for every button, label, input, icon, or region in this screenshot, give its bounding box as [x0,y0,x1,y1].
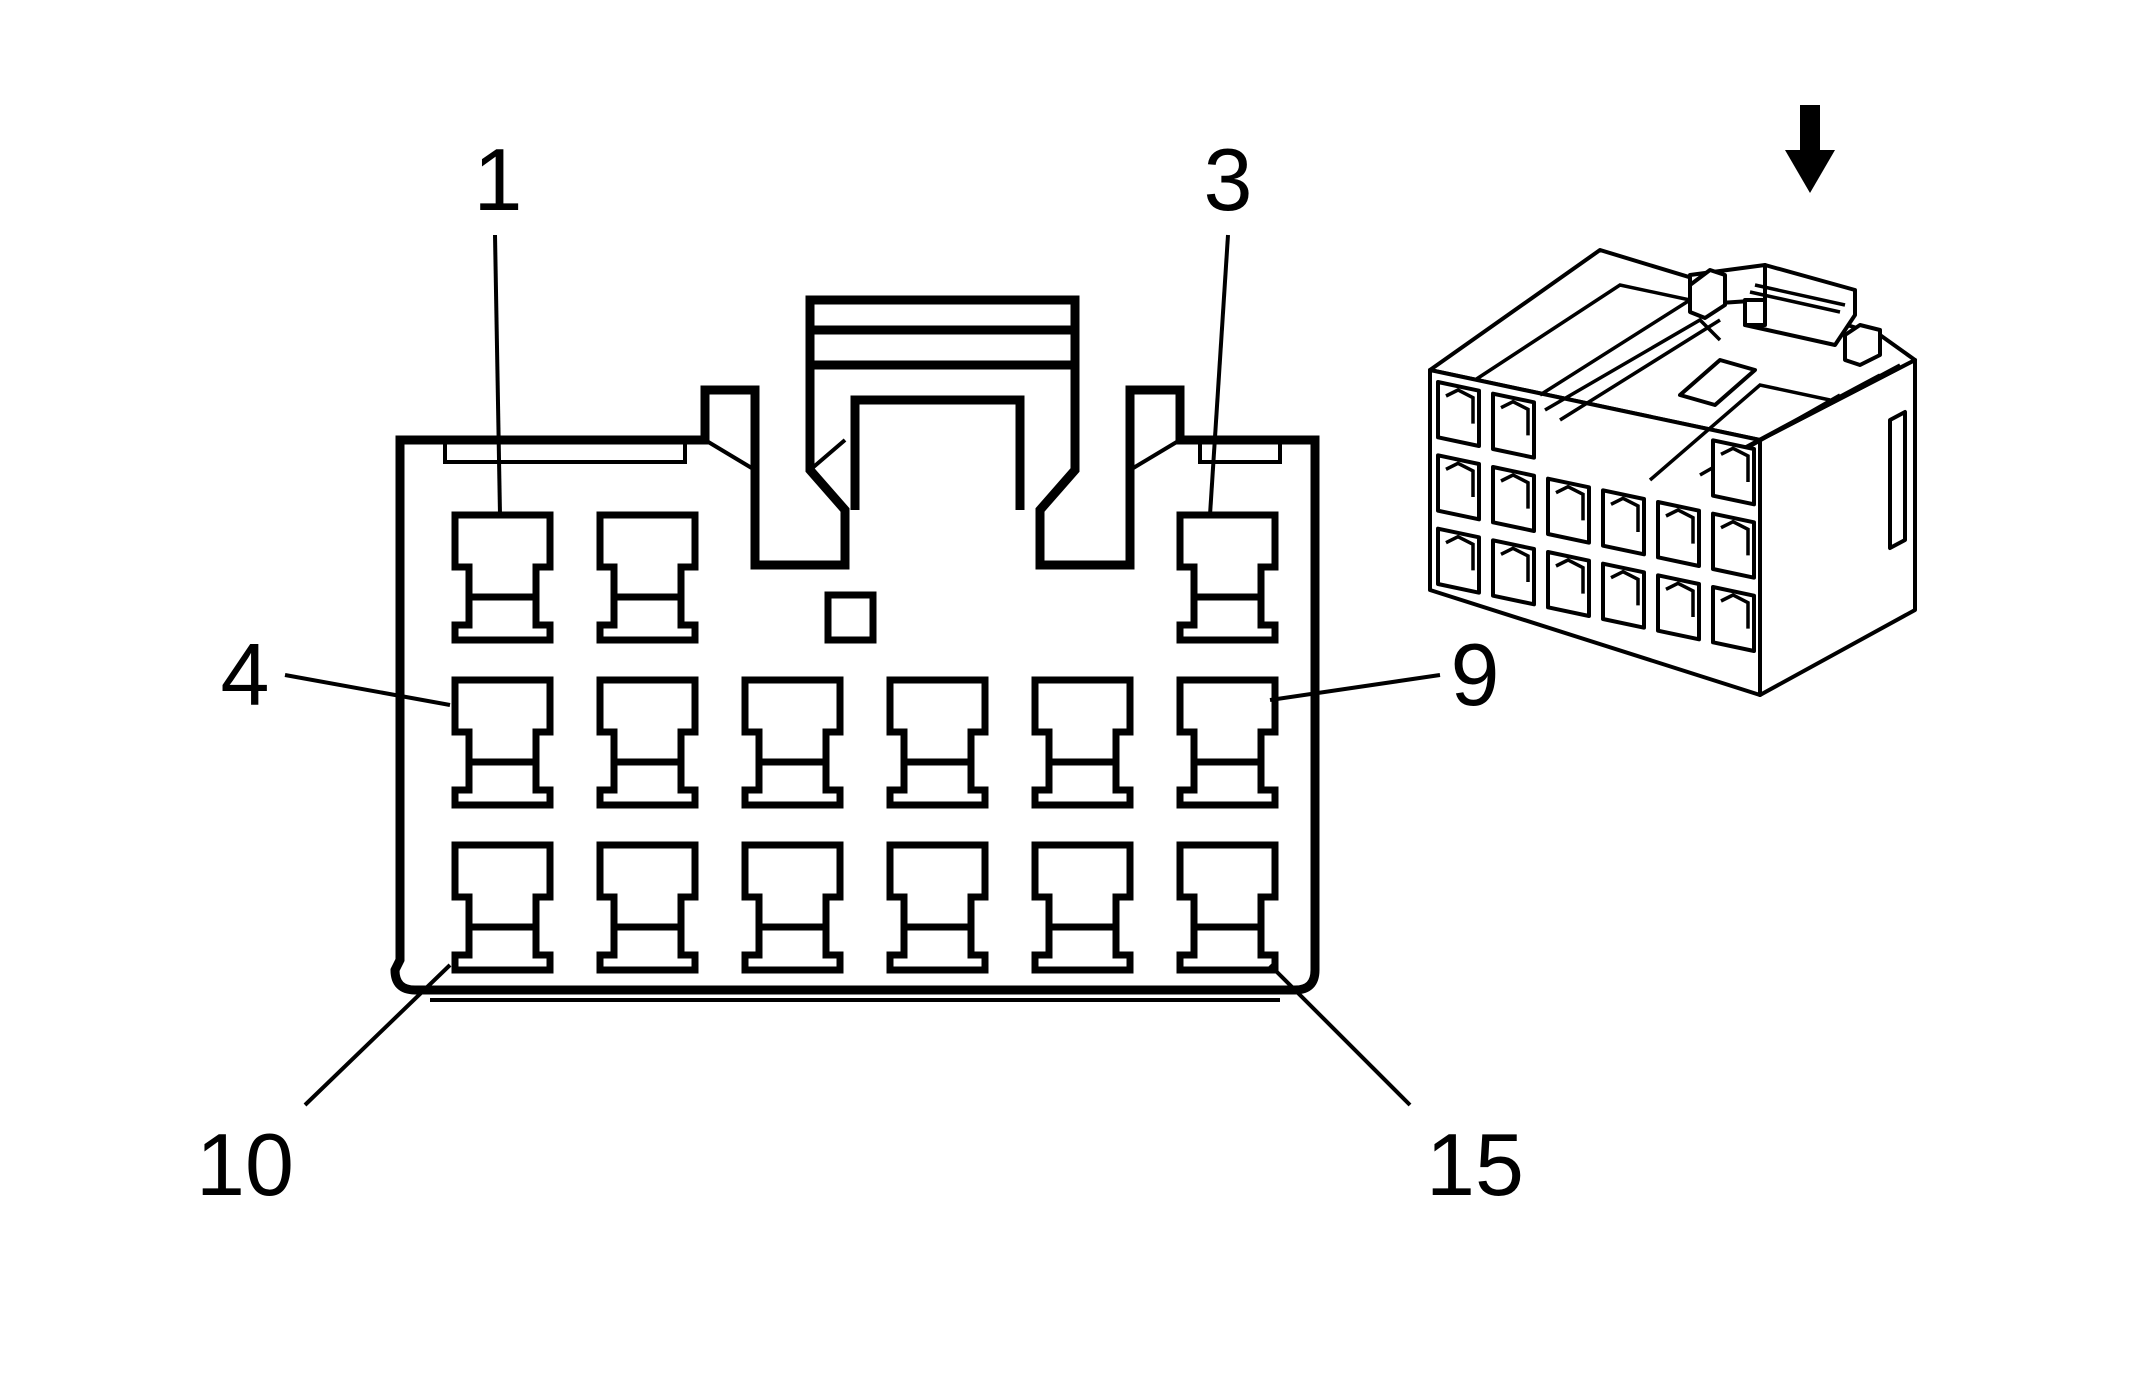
pin-cavity [1176,841,1279,974]
pin-label-3: 3 [1204,130,1253,229]
latch-inner-window [850,395,1025,510]
pin-cavity [886,841,989,974]
pin-label-15: 15 [1426,1115,1524,1214]
pin-cavity [451,841,554,974]
connector-front-view: 1 3 4 9 10 15 [196,130,1524,1214]
iso-cavity-detail [1445,388,1475,424]
keying-square [824,591,877,644]
iso-cavity [1436,453,1481,522]
pin-cavity [741,841,844,974]
pin-cavity [741,676,844,809]
connector-housing-outline [390,295,1320,995]
iso-cavity-detail [1665,508,1695,544]
iso-cavity-detail [1445,534,1475,571]
leader-pin-3 [1208,234,1230,516]
pin-cavity [451,676,554,809]
pin-cavity [596,511,699,644]
pin-cavity [1031,676,1134,809]
latch-side-right [1128,438,1182,472]
leader-pin-10 [303,963,452,1107]
iso-cavity [1491,465,1536,533]
iso-cavity-detail [1720,446,1750,482]
connector-isometric-view [1428,248,1917,697]
iso-cavity [1546,550,1591,618]
iso-cavity-detail [1555,558,1585,594]
pin-label-9: 9 [1451,625,1500,724]
pin-cavity [886,676,989,809]
pin-label-4: 4 [221,625,270,724]
iso-cavity-detail [1610,569,1640,606]
iso-cavity [1491,538,1536,607]
housing-inner-ledge-right [1198,440,1282,464]
iso-cavity-detail [1500,473,1530,509]
pin-cavity [596,841,699,974]
iso-cavity [1546,476,1591,545]
iso-cavity-detail [1720,519,1750,556]
iso-cavity-detail [1665,581,1695,617]
iso-cavity [1436,380,1481,448]
pin-label-1: 1 [474,130,523,229]
leader-lines [284,234,1441,1107]
latch-inner-left [808,438,847,472]
iso-cavity [1656,500,1701,568]
leader-pin-4 [284,673,451,707]
leader-pin-1 [493,234,502,516]
leader-pin-15 [1268,963,1412,1107]
down-arrow-icon [1785,105,1835,193]
pin-cavity [596,676,699,809]
pin-label-10: 10 [196,1115,294,1214]
housing-inner-ledge-left [443,440,687,464]
iso-cavity-detail [1555,484,1585,521]
iso-cavity [1601,561,1646,630]
pin-cavity [1176,511,1279,644]
iso-cavity-detail [1610,496,1640,532]
iso-cavity [1436,526,1481,595]
iso-cavity [1711,585,1756,653]
iso-cavity-detail [1445,461,1475,497]
iso-cavity-detail [1500,399,1530,436]
pin-cavity [1031,841,1134,974]
iso-cavity-detail [1720,593,1750,629]
leader-pin-9 [1269,673,1441,702]
iso-cavity [1711,438,1756,507]
isometric-cavity-grid [1436,380,1756,653]
iso-cavity [1656,573,1701,642]
iso-cavity [1601,488,1646,557]
iso-cavity-detail [1500,546,1530,582]
iso-cavity [1491,391,1536,460]
iso-cavity [1711,511,1756,580]
pin-cavity [451,511,554,644]
pin-cavity [1176,676,1279,809]
latch-side-left [703,438,757,472]
pin-cavities [451,511,1279,974]
